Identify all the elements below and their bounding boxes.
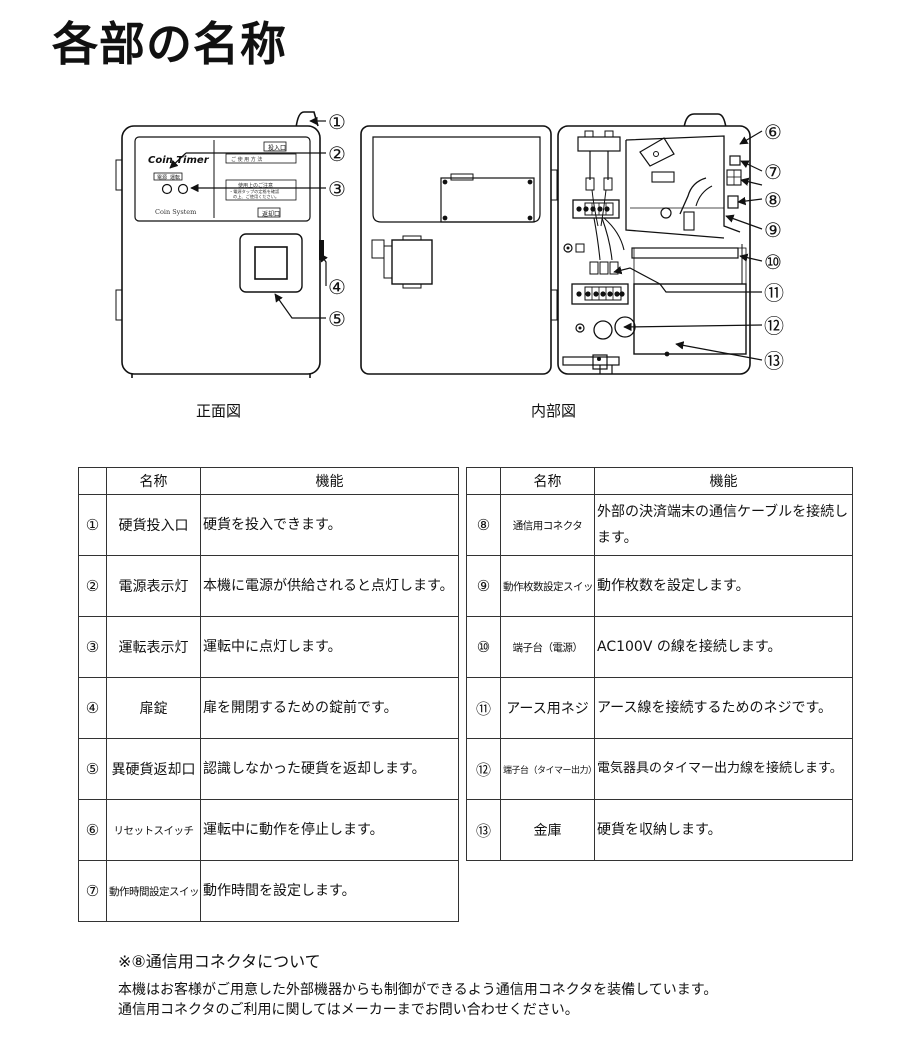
- callout-10: ⑩: [764, 250, 782, 274]
- part-function: 硬貨を投入できます。: [200, 494, 459, 556]
- table-row: ⑧ 通信用コネクタ 外部の決済端末の通信ケーブルを接続します。: [466, 494, 853, 556]
- front-panel-text-1: ご 使 用 方 法: [231, 156, 262, 163]
- inside-view-caption: 内部図: [531, 402, 577, 420]
- table-row: ⑪ アース用ネジ アース線を接続するためのネジです。: [466, 677, 853, 739]
- callout-11: ⑪: [764, 281, 784, 305]
- callout-7: ⑦: [764, 160, 782, 184]
- front-run-label: 運転: [170, 175, 180, 181]
- front-company-text: Coin System: [155, 208, 196, 216]
- row-number: ⑪: [466, 677, 501, 739]
- part-name: 扉錠: [106, 677, 201, 739]
- callout-4: ④: [328, 275, 346, 299]
- part-name: 運転表示灯: [106, 616, 201, 678]
- note-line: 通信用コネクタのご利用に関してはメーカーまでお問い合わせください。: [118, 1002, 579, 1018]
- part-name: アース用ネジ: [500, 677, 595, 739]
- page-title: 各部の名称: [52, 17, 287, 71]
- parts-table-left: 名称 機能 ① 硬貨投入口 硬貨を投入できます。 ② 電源表示灯 本機に電源が供…: [78, 467, 459, 922]
- table-row: ⑥ リセットスイッチ 運転中に動作を停止します。: [78, 799, 459, 861]
- part-function: 扉を開閉するための錠前です。: [200, 677, 459, 739]
- callout-1: ①: [328, 110, 346, 134]
- table-row: ⑨ 動作枚数設定スイッチ 動作枚数を設定します。: [466, 555, 853, 617]
- header-name: 名称: [106, 467, 201, 495]
- part-name: 通信用コネクタ: [500, 494, 595, 556]
- part-name: 電源表示灯: [106, 555, 201, 617]
- part-function: 運転中に点灯します。: [200, 616, 459, 678]
- front-panel-text-4: の上、ご使用ください。: [233, 193, 279, 200]
- part-name: 動作時間設定スイッチ: [106, 860, 201, 922]
- part-name: 硬貨投入口: [106, 494, 201, 556]
- table-row: ⑤ 異硬貨返却口 認識しなかった硬貨を返却します。: [78, 738, 459, 800]
- callout-12: ⑫: [764, 314, 784, 338]
- table-row: ④ 扉錠 扉を開閉するための錠前です。: [78, 677, 459, 739]
- header-name: 名称: [500, 467, 595, 495]
- table-row: ⑦ 動作時間設定スイッチ 動作時間を設定します。: [78, 860, 459, 922]
- part-name: 端子台（電源）: [500, 616, 595, 678]
- part-name: 金庫: [500, 799, 595, 861]
- callout-9: ⑨: [764, 218, 782, 242]
- front-power-label: 電源: [157, 174, 167, 181]
- header-no: [466, 467, 501, 495]
- note-title: ※⑧通信用コネクタについて: [118, 952, 321, 971]
- row-number: ⑬: [466, 799, 501, 861]
- table-row: ② 電源表示灯 本機に電源が供給されると点灯します。: [78, 555, 459, 617]
- table-header-row: 名称 機能: [78, 467, 459, 495]
- header-func: 機能: [594, 467, 853, 495]
- row-number: ②: [78, 555, 107, 617]
- leader-lines: [169, 116, 763, 361]
- callout-3: ③: [328, 177, 346, 201]
- part-function: アース線を接続するためのネジです。: [594, 677, 853, 739]
- inside-panel: [557, 113, 751, 375]
- part-function: 動作枚数を設定します。: [594, 555, 853, 617]
- part-function: 本機に電源が供給されると点灯します。: [200, 555, 459, 617]
- front-view: [115, 111, 324, 378]
- front-view-caption: 正面図: [196, 402, 242, 420]
- row-number: ③: [78, 616, 107, 678]
- callout-2: ②: [328, 142, 346, 166]
- row-number: ⑤: [78, 738, 107, 800]
- part-name: 異硬貨返却口: [106, 738, 201, 800]
- row-number: ⑩: [466, 616, 501, 678]
- part-function: 電気器具のタイマー出力線を接続します。: [594, 738, 853, 800]
- callout-8: ⑧: [764, 188, 782, 212]
- table-row: ⑬ 金庫 硬貨を収納します。: [466, 799, 853, 861]
- table-row: ③ 運転表示灯 運転中に点灯します。: [78, 616, 459, 678]
- header-no: [78, 467, 107, 495]
- parts-diagram: Coin Timer Coin System 投入口 返却口 電源 運転 ご 使…: [115, 110, 784, 378]
- row-number: ⑨: [466, 555, 501, 617]
- parts-table-right: 名称 機能 ⑧ 通信用コネクタ 外部の決済端末の通信ケーブルを接続します。 ⑨ …: [466, 467, 853, 861]
- part-function: 外部の決済端末の通信ケーブルを接続します。: [594, 494, 853, 556]
- table-header-row: 名称 機能: [466, 467, 853, 495]
- table-row: ⑫ 端子台（タイマー出力） 電気器具のタイマー出力線を接続します。: [466, 738, 853, 800]
- table-row: ① 硬貨投入口 硬貨を投入できます。: [78, 494, 459, 556]
- row-number: ⑥: [78, 799, 107, 861]
- table-row: ⑩ 端子台（電源） AC100V の線を接続します。: [466, 616, 853, 678]
- front-return-label: 返却口: [262, 210, 280, 218]
- part-function: 認識しなかった硬貨を返却します。: [200, 738, 459, 800]
- callout-numbers: ① ② ③ ④ ⑤ ⑥ ⑦ ⑧ ⑨ ⑩ ⑪ ⑫ ⑬: [328, 110, 784, 373]
- part-function: AC100V の線を接続します。: [594, 616, 853, 678]
- part-function: 硬貨を収納します。: [594, 799, 853, 861]
- part-function: 動作時間を設定します。: [200, 860, 459, 922]
- part-function: 運転中に動作を停止します。: [200, 799, 459, 861]
- row-number: ⑦: [78, 860, 107, 922]
- header-func: 機能: [200, 467, 459, 495]
- callout-13: ⑬: [764, 349, 784, 373]
- callout-5: ⑤: [328, 307, 346, 331]
- connector-note: ※⑧通信用コネクタについて 本機はお客様がご用意した外部機器からも制御ができるよ…: [118, 948, 717, 1020]
- row-number: ⑫: [466, 738, 501, 800]
- part-name: 端子台（タイマー出力）: [500, 738, 595, 800]
- door-panel: [360, 125, 558, 375]
- inside-screws: [566, 206, 625, 361]
- row-number: ①: [78, 494, 107, 556]
- row-number: ④: [78, 677, 107, 739]
- part-name: リセットスイッチ: [106, 799, 201, 861]
- front-insert-label: 投入口: [268, 144, 286, 152]
- front-panel-text-3: ・電源タップの定格を確認: [229, 188, 280, 195]
- row-number: ⑧: [466, 494, 501, 556]
- part-name: 動作枚数設定スイッチ: [500, 555, 595, 617]
- front-panel-text-2: 使用上のご注意: [238, 182, 273, 189]
- note-line: 本機はお客様がご用意した外部機器からも制御ができるよう通信用コネクタを装備してい…: [118, 982, 718, 998]
- callout-6: ⑥: [764, 120, 782, 144]
